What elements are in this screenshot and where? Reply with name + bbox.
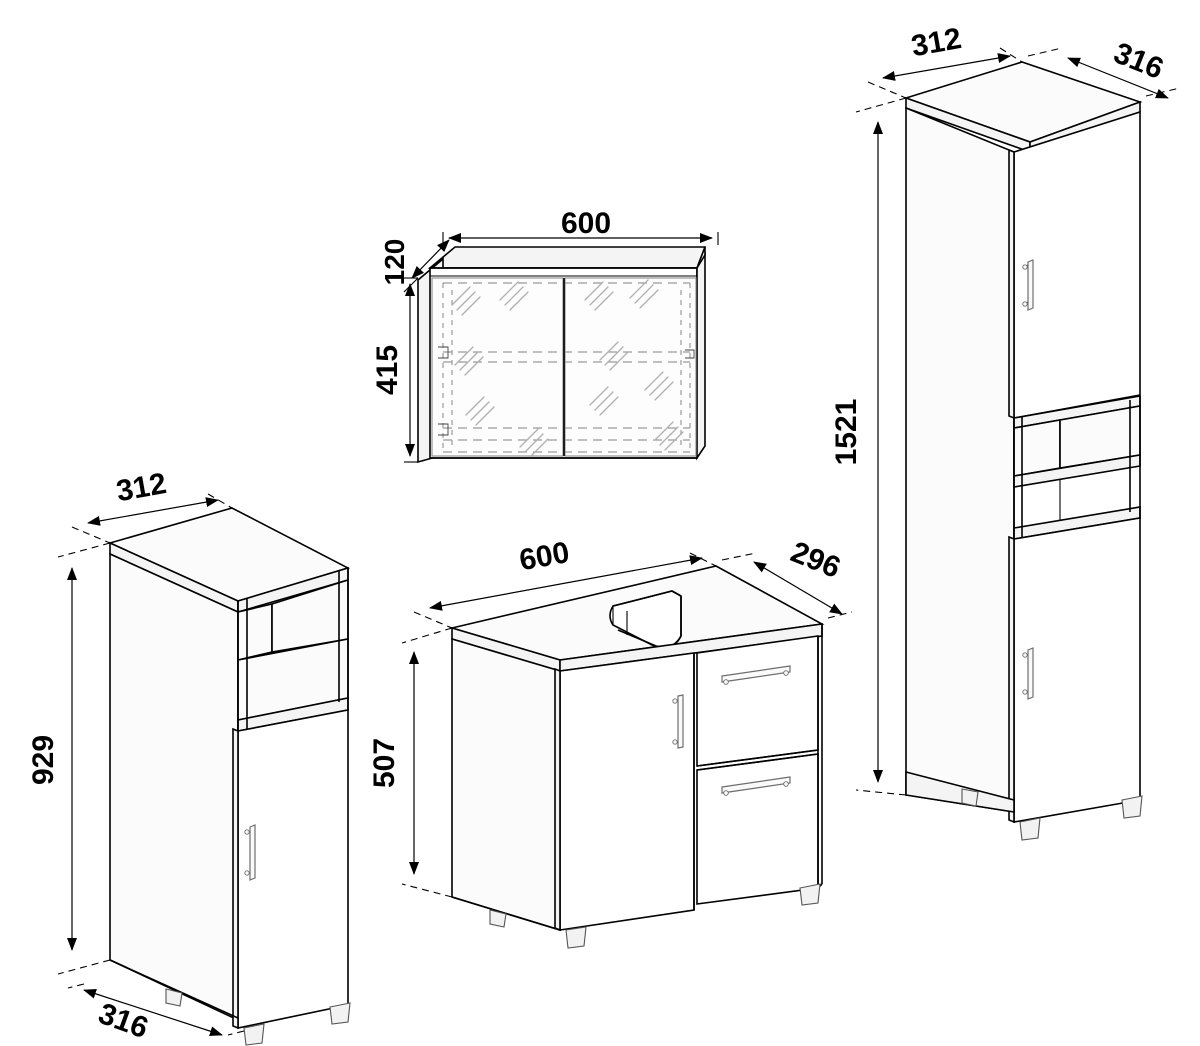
dim-label-left-height: 929 (27, 735, 60, 785)
tall-cabinet-feet (961, 788, 1143, 841)
tall-lower-door-handle[interactable] (1022, 647, 1034, 700)
dim-label-mirror-height: 415 (371, 345, 404, 395)
tall-open-shelf (1013, 395, 1141, 540)
vanity-unit-view (448, 565, 825, 949)
left-cabinet-view (107, 507, 351, 1046)
left-cabinet-door-handle[interactable] (244, 824, 256, 881)
dim-label-left-depth: 316 (94, 997, 152, 1045)
dim-label-vanity-height: 507 (368, 738, 401, 788)
mirror-cabinet-view (417, 246, 707, 464)
vanity-door-handle[interactable] (672, 694, 684, 749)
dim-mirror-height: 415 (371, 277, 418, 463)
glass-reflection-marks (451, 279, 684, 458)
dim-label-vanity-depth: 296 (786, 536, 845, 585)
vanity-drawer-handle-top[interactable] (721, 665, 791, 685)
dim-left-height: 929 (27, 542, 111, 975)
mirror-interior-dashed (438, 282, 695, 453)
tall-upper-door-handle[interactable] (1022, 259, 1034, 311)
dim-label-tall-height: 1521 (830, 399, 863, 466)
vanity-feet (489, 883, 821, 949)
tall-cabinet-view (903, 61, 1143, 841)
dim-label-tall-width: 312 (909, 22, 964, 63)
left-open-shelf (237, 568, 349, 732)
dim-mirror-width: 600 (442, 207, 719, 250)
vanity-drawer-handle-bottom[interactable] (721, 776, 791, 796)
dim-vanity-height: 507 (368, 627, 453, 898)
dim-label-left-width: 312 (114, 467, 169, 508)
dim-label-vanity-width: 600 (517, 536, 572, 577)
dim-label-mirror-width: 600 (561, 207, 611, 240)
dim-tall-height: 1521 (830, 97, 907, 796)
